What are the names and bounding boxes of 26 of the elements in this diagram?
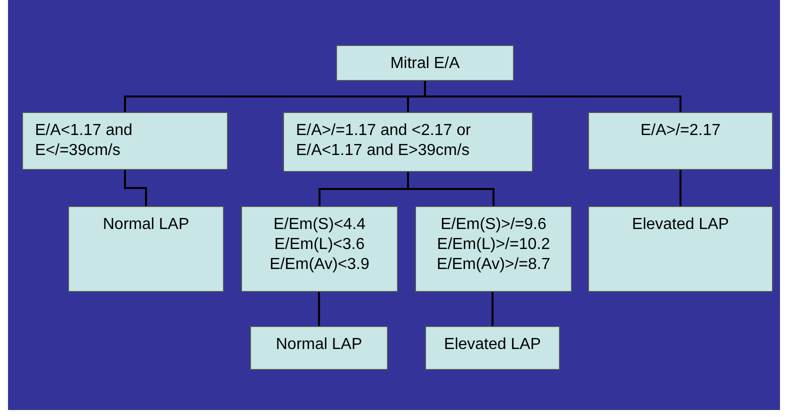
box-text: Elevated LAP — [631, 215, 730, 235]
box-text: Mitral E/A — [389, 54, 461, 74]
box-text: E/A>/=1.17 and <2.17 or E/A<1.17 and E>39cm/s — [296, 121, 472, 161]
decision-box — [425, 326, 560, 370]
connector-line — [124, 170, 147, 206]
box-text: Normal LAP — [102, 215, 190, 235]
decision-box — [250, 326, 388, 370]
decision-box — [415, 206, 572, 292]
box-text: Normal LAP — [274, 335, 364, 355]
decision-box — [241, 206, 398, 292]
connector-line — [492, 292, 494, 326]
box-text: E/A<1.17 and E</=39cm/s — [35, 121, 134, 161]
connector-line — [318, 292, 320, 326]
connector-line — [680, 170, 682, 206]
connector-line — [424, 81, 682, 112]
decision-box — [68, 206, 224, 292]
box-text: E/A>/=2.17 — [639, 121, 722, 141]
decision-box — [22, 112, 228, 170]
connector-line — [407, 172, 494, 206]
box-text: E/Em(S)>/=9.6 E/Em(L)>/=10.2 E/Em(Av)>/=8.7 — [436, 215, 552, 275]
decision-box — [588, 206, 773, 292]
box-text: E/Em(S)<4.4 E/Em(L)<3.6 E/Em(Av)<3.9 — [268, 215, 370, 275]
decision-box — [336, 45, 514, 81]
decision-box — [283, 112, 533, 172]
box-text: Elevated LAP — [443, 335, 542, 355]
decision-box — [588, 112, 773, 170]
